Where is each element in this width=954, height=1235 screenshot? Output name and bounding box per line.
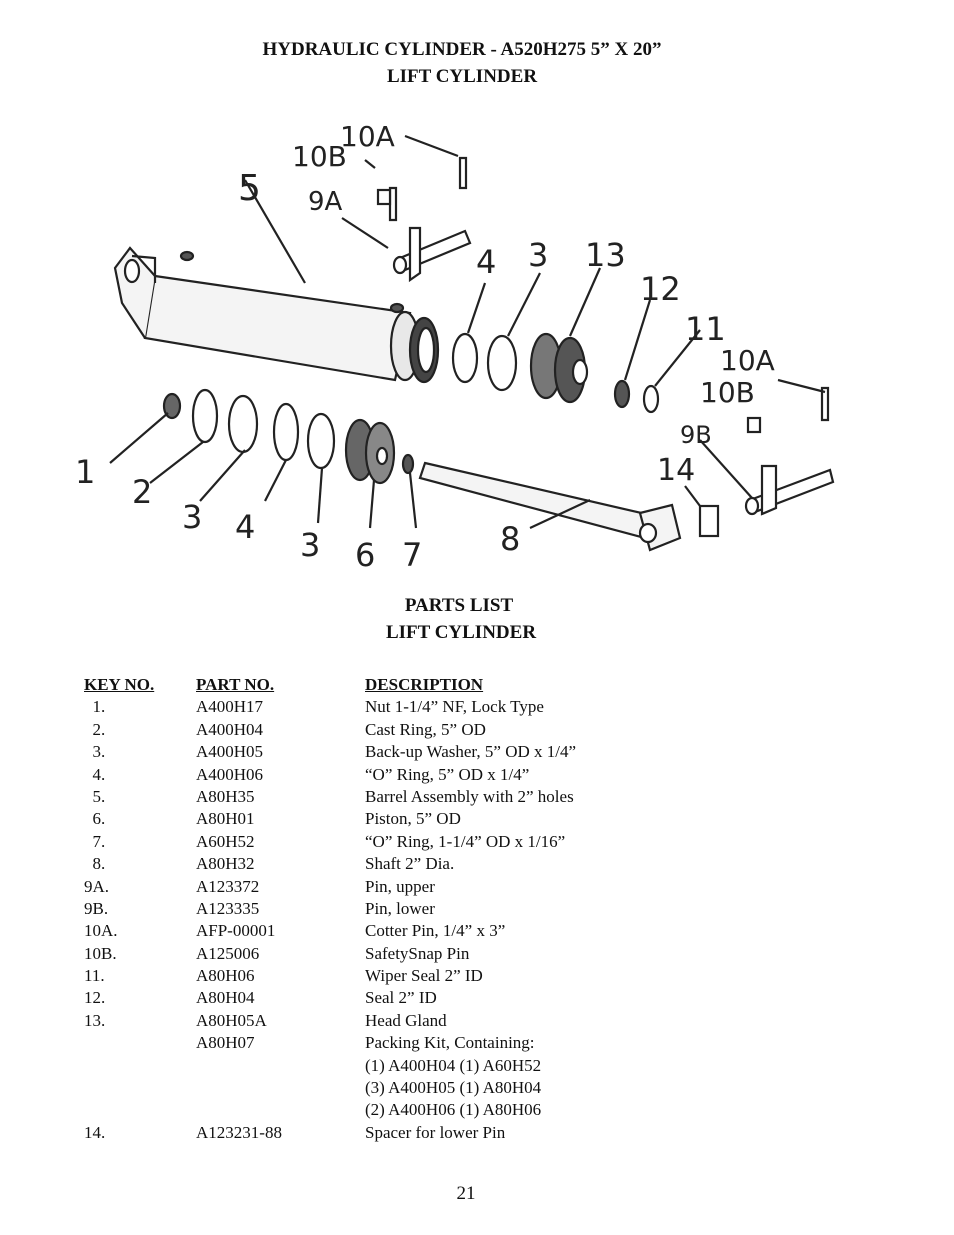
description-cell: (3) A400H05 (1) A80H04 <box>365 1078 542 1098</box>
callout-10b: 10B <box>292 140 347 173</box>
description-cell: SafetySnap Pin <box>365 943 470 963</box>
callout-10a: 10A <box>720 344 775 377</box>
key-cell: 11. <box>84 966 105 986</box>
description-cell: Barrel Assembly with 2” holes <box>365 786 574 806</box>
document-title: HYDRAULIC CYLINDER - A520H275 5” X 20” <box>262 39 662 60</box>
key-cell: 14. <box>84 1122 106 1142</box>
key-cell: 4. <box>84 764 106 784</box>
key-cell: 5. <box>84 786 106 806</box>
part-number-cell: A80H07 <box>196 1033 255 1053</box>
callout-12: 12 <box>640 270 681 308</box>
key-cell: 13. <box>84 1010 106 1030</box>
description-cell: Spacer for lower Pin <box>365 1122 506 1142</box>
description-cell: (1) A400H04 (1) A60H52 <box>365 1055 542 1075</box>
callout-2: 2 <box>132 473 152 511</box>
column-header-key: KEY NO. <box>84 675 155 694</box>
part-number-cell: A60H52 <box>196 831 255 851</box>
description-cell: Nut 1-1/4” NF, Lock Type <box>365 697 544 717</box>
description-cell: “O” Ring, 5” OD x 1/4” <box>365 764 530 784</box>
key-cell: 10A. <box>84 921 118 941</box>
description-cell: Cotter Pin, 1/4” x 3” <box>365 921 506 941</box>
description-cell: Shaft 2” Dia. <box>365 854 455 874</box>
key-cell: 6. <box>84 809 106 829</box>
key-cell: 9B. <box>84 898 109 918</box>
callout-4: 4 <box>235 508 255 546</box>
column-header-description: DESCRIPTION <box>365 675 484 694</box>
part-number-cell: A400H17 <box>196 697 264 717</box>
description-cell: Head Gland <box>365 1010 447 1030</box>
callout-7: 7 <box>402 536 422 574</box>
key-cell: 9A. <box>84 876 110 896</box>
callout-3: 3 <box>300 526 320 564</box>
part-number-cell: A400H05 <box>196 742 264 762</box>
part-number-cell: A400H06 <box>196 764 264 784</box>
callout-9a: 9A <box>308 187 343 217</box>
description-cell: Packing Kit, Containing: <box>365 1033 535 1053</box>
callout-5: 5 <box>238 168 261 209</box>
description-cell: (2) A400H06 (1) A80H06 <box>365 1100 542 1120</box>
description-cell: Seal 2” ID <box>365 988 437 1008</box>
description-cell: Pin, lower <box>365 898 435 918</box>
callout-14: 14 <box>657 453 695 488</box>
part-number-cell: A80H05A <box>196 1010 267 1030</box>
description-cell: Wiper Seal 2” ID <box>365 966 483 986</box>
part-number-cell: A80H01 <box>196 809 255 829</box>
page-number: 21 <box>456 1183 476 1204</box>
column-header-part: PART NO. <box>196 675 275 694</box>
part-number-cell: A80H32 <box>196 854 255 874</box>
key-cell: 10B. <box>84 943 117 963</box>
key-cell: 7. <box>84 831 106 851</box>
callout-4: 4 <box>476 243 496 281</box>
callout-3: 3 <box>182 498 202 536</box>
key-cell: 12. <box>84 988 106 1008</box>
description-cell: Back-up Washer, 5” OD x 1/4” <box>365 742 577 762</box>
callout-9b: 9B <box>680 421 712 449</box>
key-cell: 1. <box>84 697 106 717</box>
part-number-cell: A80H04 <box>196 988 255 1008</box>
key-cell: 2. <box>84 719 106 739</box>
parts-list-title: PARTS LIST <box>404 595 514 616</box>
callout-6: 6 <box>355 536 375 574</box>
key-cell: 3. <box>84 742 106 762</box>
callout-10a: 10A <box>340 120 395 153</box>
part-number-cell: A123231-88 <box>196 1122 282 1142</box>
part-number-cell: A80H35 <box>196 786 255 806</box>
callout-10b: 10B <box>700 376 755 409</box>
parts-list-subtitle: LIFT CYLINDER <box>385 622 537 643</box>
part-number-cell: AFP-00001 <box>196 921 276 941</box>
description-cell: Cast Ring, 5” OD <box>365 719 486 739</box>
description-cell: Piston, 5” OD <box>365 809 461 829</box>
part-number-cell: A80H06 <box>196 966 255 986</box>
callout-3: 3 <box>528 236 548 274</box>
part-number-cell: A123335 <box>196 898 260 918</box>
callout-13: 13 <box>585 236 626 274</box>
part-number-cell: A400H04 <box>196 719 264 739</box>
description-cell: Pin, upper <box>365 876 435 896</box>
callout-11: 11 <box>685 310 726 348</box>
part-number-cell: A125006 <box>196 943 260 963</box>
document-subtitle: LIFT CYLINDER <box>386 66 538 87</box>
part-number-cell: A123372 <box>196 876 260 896</box>
exploded-parts-diagram: 1 2 3 4 3 6 7 8 5 10B 10A 9A 4 3 13 12 1… <box>75 120 835 574</box>
callout-8: 8 <box>500 520 520 558</box>
callout-1: 1 <box>75 453 95 491</box>
description-cell: “O” Ring, 1-1/4” OD x 1/16” <box>365 831 566 851</box>
key-cell: 8. <box>84 854 106 874</box>
